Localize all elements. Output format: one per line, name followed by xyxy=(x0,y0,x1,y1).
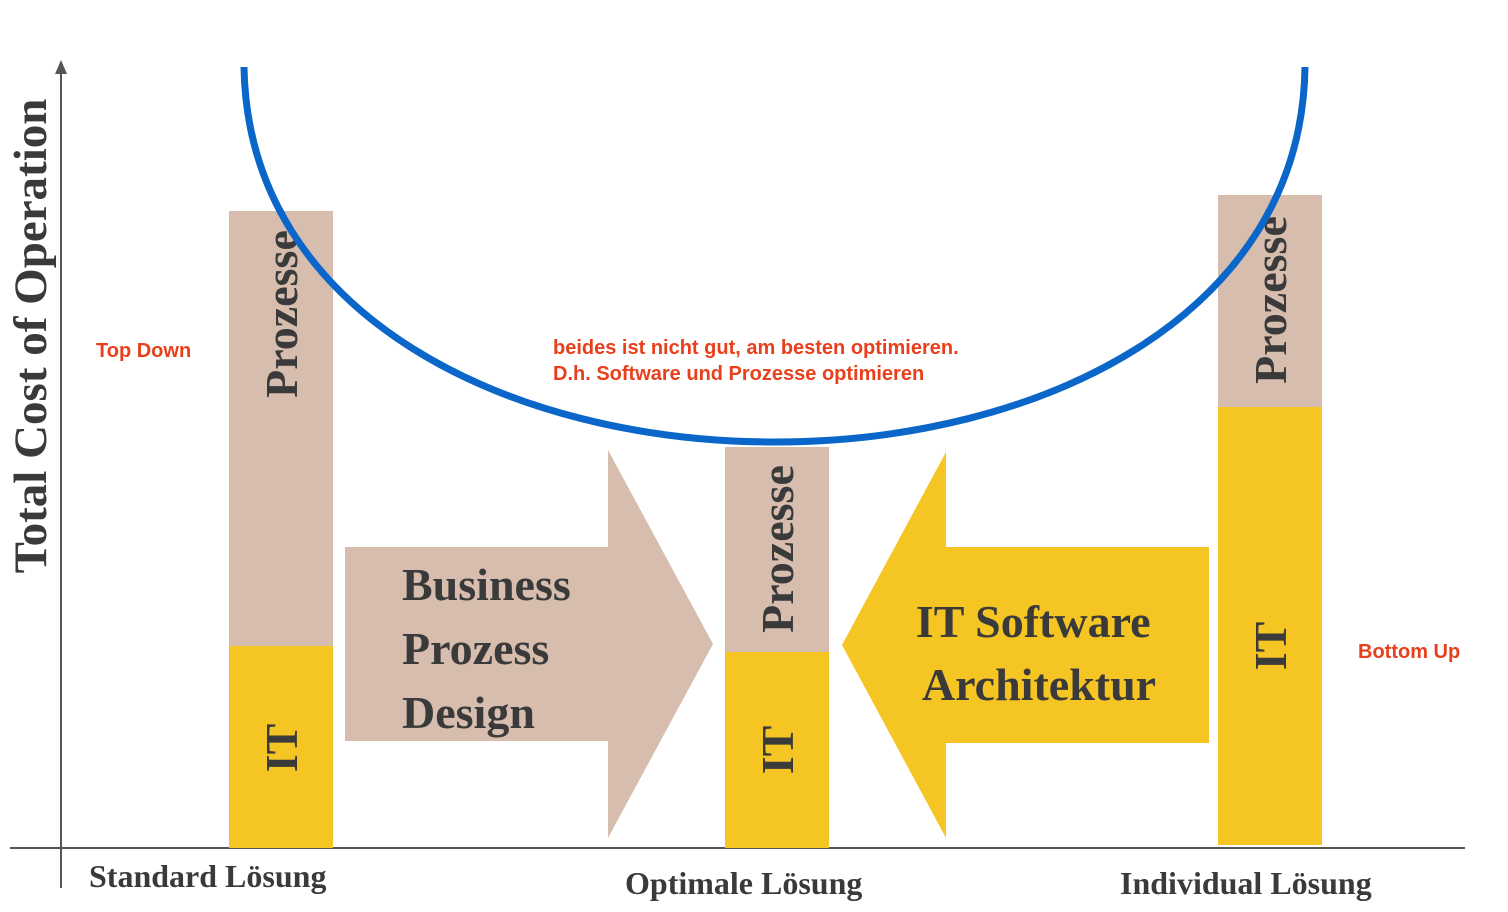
optimize-annotation-line-2: D.h. Software und Prozesse optimieren xyxy=(553,363,924,385)
top-down-annotation: Top Down xyxy=(96,340,191,362)
individual-process-label: Prozesse xyxy=(1245,216,1296,384)
it-arrow-label: IT Software Architektur xyxy=(916,596,1162,710)
it-arrow-line-1: IT Software xyxy=(916,596,1151,647)
business-process-arrow xyxy=(345,450,713,838)
y-axis-label: Total Cost of Operation xyxy=(5,99,57,574)
standard-solution-label: Standard Lösung xyxy=(89,858,326,894)
optimal-it-label: IT xyxy=(752,726,803,775)
optimize-annotation-line-1: beides ist nicht gut, am besten optimier… xyxy=(553,337,959,359)
standard-process-label: Prozesse xyxy=(256,230,307,398)
individual-solution-label: Individual Lösung xyxy=(1120,865,1372,901)
it-arrow-line-2: Architektur xyxy=(922,659,1156,710)
business-arrow-label: Business Prozess Design xyxy=(402,559,582,738)
individual-it-segment xyxy=(1218,407,1322,845)
individual-process-segment xyxy=(1218,195,1322,407)
bottom-up-annotation: Bottom Up xyxy=(1358,641,1460,663)
business-arrow-line-1: Business xyxy=(402,559,571,610)
optimal-process-segment xyxy=(725,447,829,652)
it-software-arrow xyxy=(842,452,1209,838)
total-cost-curve xyxy=(240,66,1309,446)
standard-it-segment xyxy=(229,646,333,848)
optimal-solution-label: Optimale Lösung xyxy=(625,865,862,901)
business-arrow-line-2: Prozess xyxy=(402,623,549,674)
optimal-process-label: Prozesse xyxy=(752,465,803,633)
standard-it-label: IT xyxy=(256,724,307,773)
business-arrow-line-3: Design xyxy=(402,687,535,738)
individual-it-label: IT xyxy=(1245,622,1296,671)
optimal-it-segment xyxy=(725,652,829,848)
optimize-annotation: beides ist nicht gut, am besten optimier… xyxy=(553,337,964,385)
standard-process-segment xyxy=(229,211,333,646)
y-axis-arrowhead xyxy=(55,60,67,74)
